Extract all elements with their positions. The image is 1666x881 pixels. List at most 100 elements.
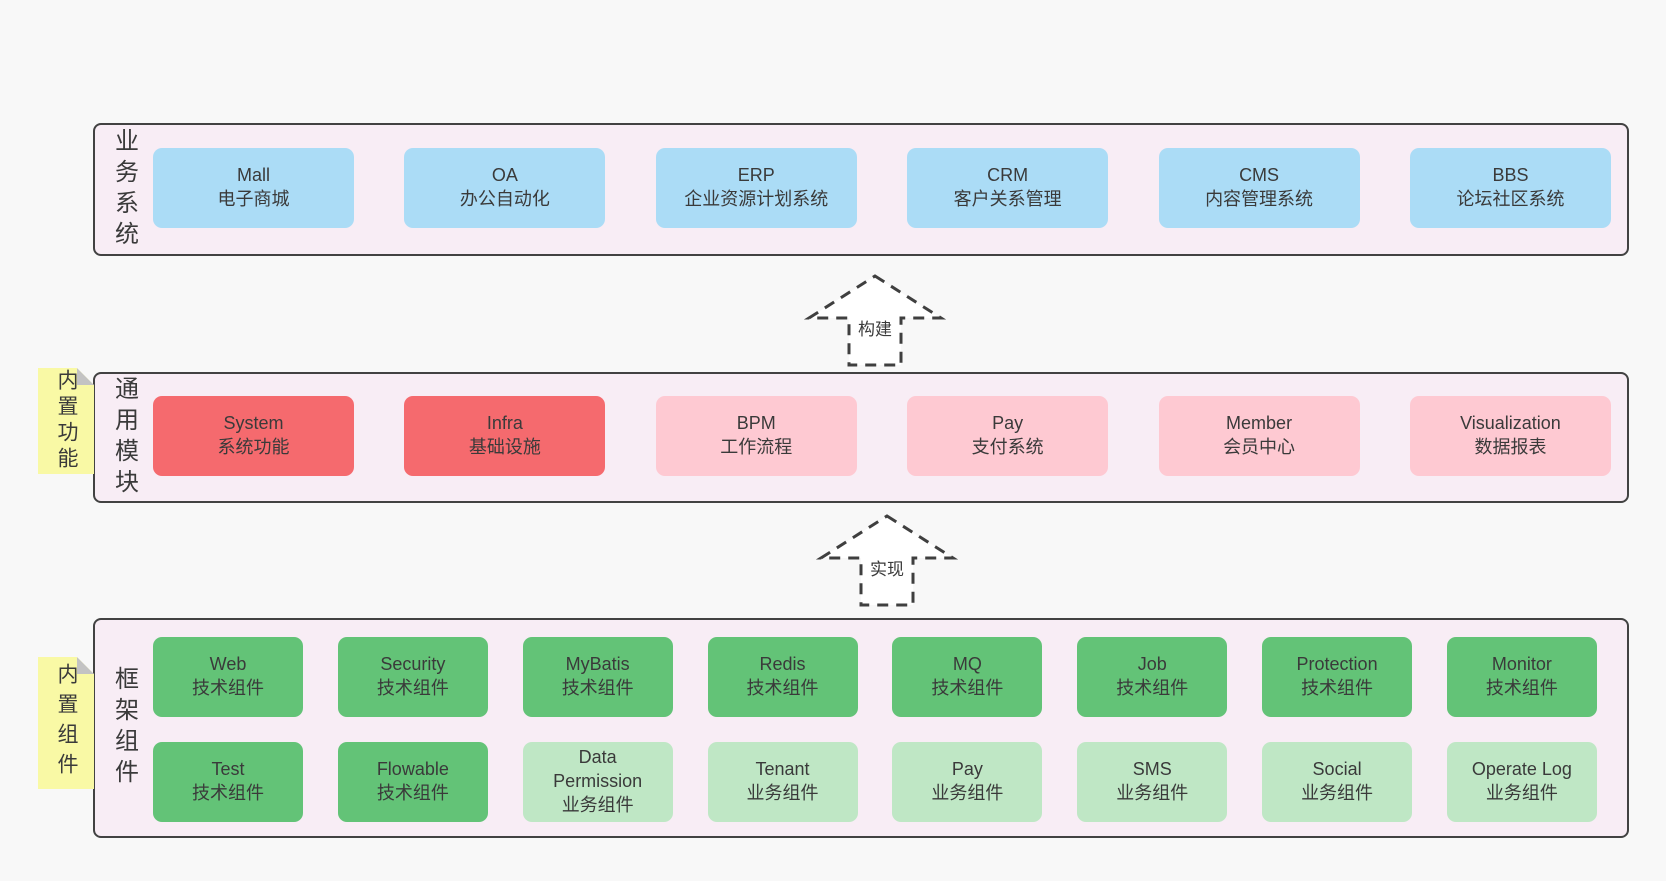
- box-title: Member: [1226, 413, 1293, 434]
- box-bbs: BBS 论坛社区系统: [1409, 148, 1611, 228]
- box-data-permission: Data Permission 业务组件: [522, 742, 673, 822]
- box-subtitle: 论坛社区系统: [1456, 189, 1565, 209]
- sticky-note-builtin-components: 内置组件: [38, 657, 94, 789]
- box-test: Test 技术组件: [153, 742, 303, 822]
- box-web: Web 技术组件: [153, 637, 303, 717]
- box-title: Data Permission: [553, 747, 643, 792]
- box-oa: OA 办公自动化: [404, 148, 606, 228]
- box-erp: ERP 企业资源计划系统: [655, 148, 857, 228]
- box-title: Test: [211, 759, 245, 780]
- box-subtitle: 工作流程: [720, 437, 793, 457]
- box-social: Social 业务组件: [1262, 742, 1413, 822]
- box-title: Job: [1137, 654, 1167, 675]
- box-title: System: [223, 413, 284, 434]
- box-monitor: Monitor 技术组件: [1446, 637, 1597, 717]
- box-security: Security 技术组件: [337, 637, 488, 717]
- box-title: BPM: [736, 413, 776, 434]
- box-tenant: Tenant 业务组件: [707, 742, 858, 822]
- box-subtitle: 基础设施: [468, 437, 541, 457]
- box-subtitle: 技术组件: [746, 678, 819, 698]
- box-subtitle: 客户关系管理: [953, 189, 1062, 209]
- box-title: MyBatis: [565, 654, 630, 675]
- box-subtitle: 企业资源计划系统: [684, 189, 829, 209]
- box-subtitle: 技术组件: [1485, 678, 1558, 698]
- box-title: Tenant: [755, 759, 810, 780]
- arrow-build-label: 构建: [807, 314, 943, 341]
- box-subtitle: 业务组件: [746, 783, 819, 803]
- box-subtitle: 会员中心: [1223, 437, 1296, 457]
- box-operate-log: Operate Log 业务组件: [1446, 742, 1597, 822]
- box-title: SMS: [1132, 759, 1172, 780]
- box-title: Redis: [759, 654, 806, 675]
- band-business-systems: 业务系统 Mall 电子商城 OA 办公自动化 ERP 企业资源计划系统 CRM…: [93, 123, 1629, 256]
- box-title: MQ: [952, 654, 982, 675]
- box-title: Flowable: [376, 759, 449, 780]
- box-title: Pay: [951, 759, 983, 780]
- box-subtitle: 技术组件: [192, 678, 264, 698]
- box-title: ERP: [737, 165, 775, 186]
- box-visualization: Visualization 数据报表: [1409, 396, 1611, 476]
- box-subtitle: 业务组件: [931, 783, 1004, 803]
- box-subtitle: 系统功能: [217, 437, 290, 457]
- box-subtitle: 技术组件: [376, 678, 449, 698]
- box-system: System 系统功能: [153, 396, 354, 476]
- box-subtitle: 电子商城: [217, 189, 290, 209]
- box-title: CRM: [987, 165, 1029, 186]
- box-pay-component: Pay 业务组件: [892, 742, 1043, 822]
- box-title: Security: [380, 654, 446, 675]
- box-subtitle: 办公自动化: [459, 189, 550, 209]
- band-common-modules: 通用模块 System 系统功能 Infra 基础设施 BPM 工作流程 Pay…: [93, 372, 1629, 503]
- box-subtitle: 技术组件: [1116, 678, 1189, 698]
- box-title: Operate Log: [1471, 759, 1572, 780]
- band-label-text: 业务系统: [110, 127, 138, 252]
- box-flowable: Flowable 技术组件: [337, 742, 488, 822]
- box-cms: CMS 内容管理系统: [1158, 148, 1360, 228]
- box-member: Member 会员中心: [1158, 396, 1360, 476]
- box-title: BBS: [1492, 165, 1529, 186]
- band-label-text: 通用模块: [110, 375, 138, 500]
- box-title: Pay: [992, 413, 1024, 434]
- arrow-build: 构建: [803, 274, 947, 368]
- box-title: Protection: [1296, 654, 1378, 675]
- box-title: CMS: [1239, 165, 1280, 186]
- box-subtitle: 技术组件: [931, 678, 1004, 698]
- band-label-business: 业务系统: [95, 125, 153, 254]
- box-bpm: BPM 工作流程: [655, 396, 857, 476]
- modules-box-row: System 系统功能 Infra 基础设施 BPM 工作流程 Pay 支付系统…: [153, 396, 1611, 476]
- box-mall: Mall 电子商城: [153, 148, 354, 228]
- band-label-text: 框架组件: [110, 666, 138, 790]
- arrow-implement: 实现: [815, 514, 959, 608]
- band-label-components: 框架组件: [95, 620, 153, 836]
- box-subtitle: 数据报表: [1474, 437, 1547, 457]
- box-title: OA: [491, 165, 518, 186]
- band-label-modules: 通用模块: [95, 374, 153, 501]
- box-pay-module: Pay 支付系统: [907, 396, 1109, 476]
- box-subtitle: 技术组件: [561, 678, 634, 698]
- box-subtitle: 业务组件: [561, 794, 634, 815]
- box-title: Web: [209, 654, 247, 675]
- box-job: Job 技术组件: [1077, 637, 1228, 717]
- box-mybatis: MyBatis 技术组件: [522, 637, 673, 717]
- band-framework-components: 框架组件 Web 技术组件 Security 技术组件 MyBatis 技术组件…: [93, 618, 1629, 838]
- box-title: Social: [1312, 759, 1362, 780]
- box-crm: CRM 客户关系管理: [907, 148, 1109, 228]
- components-box-row-2: Test 技术组件 Flowable 技术组件 Data Permission …: [153, 742, 1597, 822]
- box-sms: SMS 业务组件: [1077, 742, 1228, 822]
- box-protection: Protection 技术组件: [1262, 637, 1413, 717]
- box-subtitle: 内容管理系统: [1205, 189, 1314, 209]
- box-title: Infra: [486, 413, 523, 434]
- box-subtitle: 支付系统: [971, 437, 1044, 457]
- box-subtitle: 业务组件: [1116, 783, 1189, 803]
- box-title: Monitor: [1491, 654, 1552, 675]
- components-box-row-1: Web 技术组件 Security 技术组件 MyBatis 技术组件 Redi…: [153, 637, 1597, 717]
- box-subtitle: 技术组件: [1301, 678, 1374, 698]
- box-title: Visualization: [1460, 413, 1561, 434]
- box-infra: Infra 基础设施: [404, 396, 606, 476]
- box-redis: Redis 技术组件: [707, 637, 858, 717]
- box-subtitle: 技术组件: [192, 783, 264, 803]
- box-subtitle: 业务组件: [1485, 783, 1558, 803]
- business-box-row: Mall 电子商城 OA 办公自动化 ERP 企业资源计划系统 CRM 客户关系…: [153, 148, 1611, 228]
- box-title: Mall: [236, 165, 270, 186]
- arrow-implement-label: 实现: [819, 554, 955, 581]
